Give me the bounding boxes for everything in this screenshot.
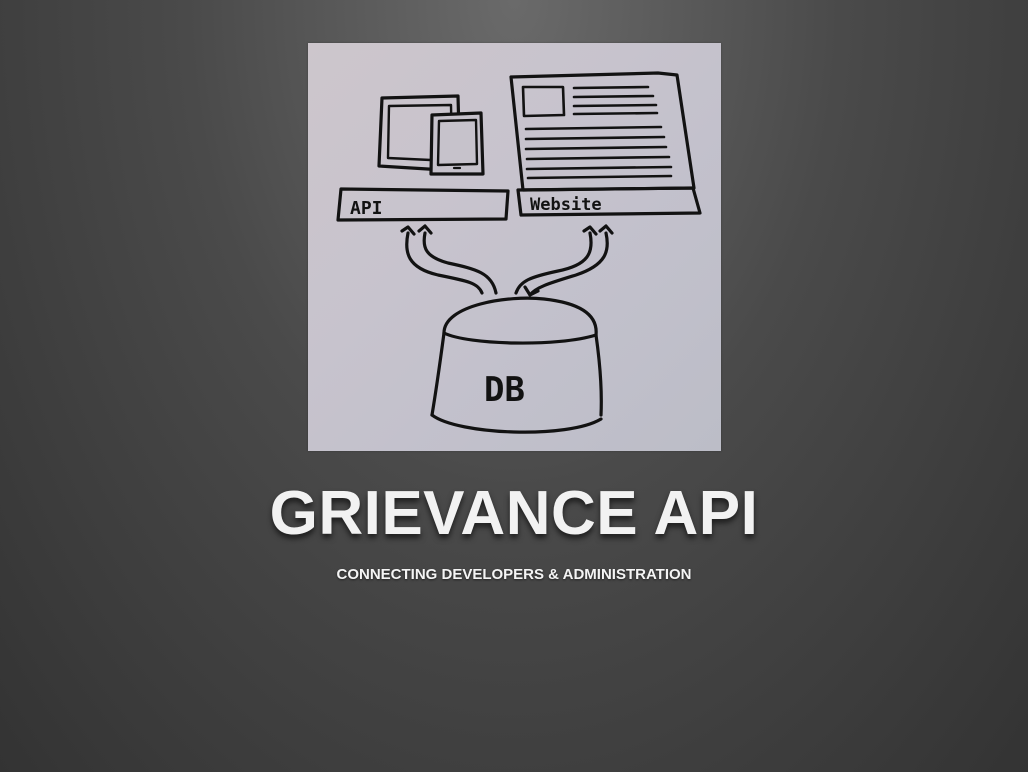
website-label: Website: [530, 195, 602, 215]
database-cylinder: [430, 296, 603, 434]
phone-icon: [429, 111, 485, 176]
website-page-icon: [509, 71, 696, 192]
architecture-sketch: API Website DB: [308, 43, 721, 451]
website-db-arrows: [514, 224, 614, 297]
website-box: [516, 186, 702, 217]
architecture-diagram: API Website DB: [336, 71, 702, 434]
api-label: API: [350, 198, 383, 219]
db-label: DB: [484, 370, 525, 410]
slide-subtitle: CONNECTING DEVELOPERS & ADMINISTRATION: [336, 566, 692, 583]
slide-title: GRIEVANCE API: [269, 479, 759, 548]
api-db-arrows: [400, 224, 498, 295]
api-box: [336, 187, 510, 222]
